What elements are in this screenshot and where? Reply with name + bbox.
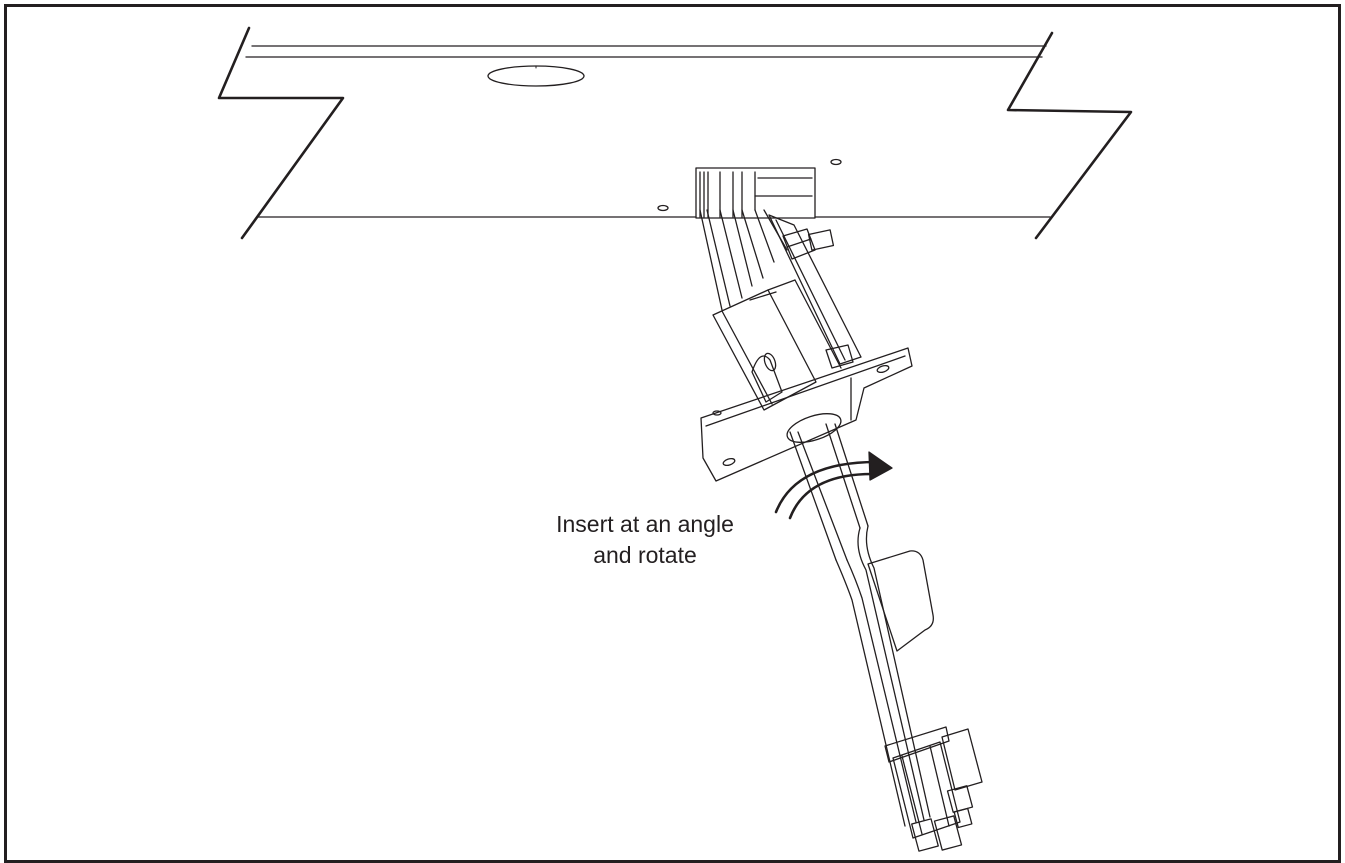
ceramic-tab bbox=[867, 550, 934, 652]
caption-line-2: and rotate bbox=[593, 542, 697, 568]
left-break-line bbox=[217, 26, 345, 240]
igniter-element bbox=[789, 423, 934, 827]
connector-plug bbox=[884, 726, 983, 852]
top-access-hole bbox=[487, 65, 585, 87]
right-break-line bbox=[1006, 31, 1133, 240]
ceiling-panel bbox=[217, 26, 1133, 240]
caption-line-1: Insert at an angle bbox=[556, 511, 734, 537]
rotate-arrow bbox=[774, 451, 893, 520]
mounting-flange bbox=[700, 347, 913, 482]
diagram-frame bbox=[4, 4, 1341, 863]
igniter-assembly bbox=[699, 209, 913, 482]
instruction-caption: Insert at an angle and rotate bbox=[520, 509, 770, 571]
